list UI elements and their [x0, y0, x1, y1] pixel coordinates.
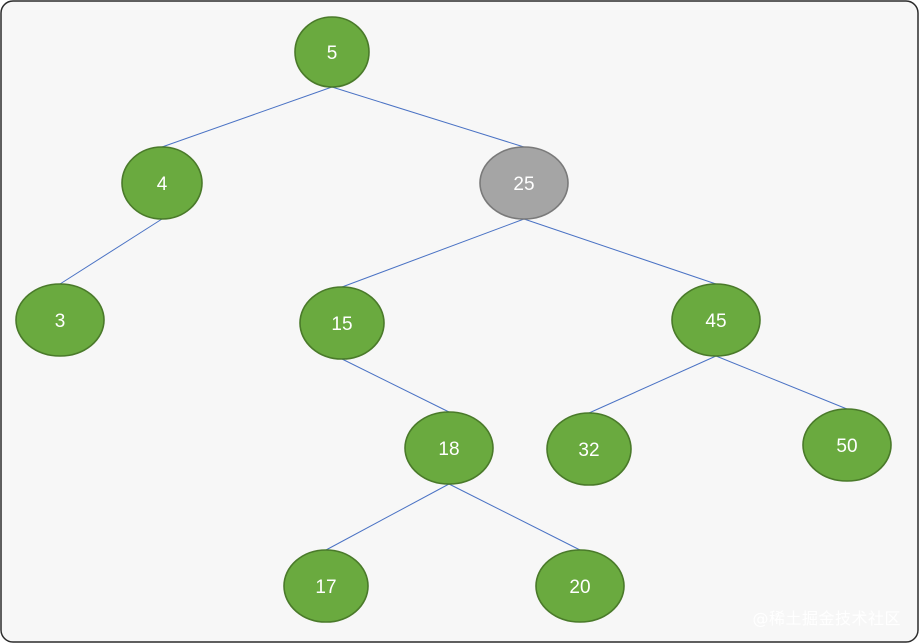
node-circle [671, 283, 761, 357]
node-label: 15 [331, 314, 352, 335]
edge-n45-n50 [715, 355, 848, 410]
tree-nodes: 5 4 25 3 15 45 18 32 50 17 20 [15, 16, 892, 623]
tree-edges [59, 86, 848, 551]
tree-node-25: 25 [479, 146, 569, 220]
node-circle [283, 549, 369, 623]
node-circle [546, 412, 632, 486]
edge-n25-n15 [341, 218, 525, 288]
node-label: 32 [578, 440, 599, 461]
node-label: 4 [157, 174, 168, 195]
edge-n25-n45 [523, 218, 717, 285]
edge-n4-n3 [59, 218, 163, 285]
tree-node-18: 18 [404, 411, 494, 485]
tree-node-4: 4 [121, 146, 203, 220]
watermark-text: @稀土掘金技术社区 [752, 609, 901, 628]
tree-node-15: 15 [299, 286, 385, 360]
node-circle [121, 146, 203, 220]
edge-n45-n32 [588, 355, 717, 414]
node-circle [479, 146, 569, 220]
tree-node-17: 17 [283, 549, 369, 623]
node-circle [299, 286, 385, 360]
edge-n18-n17 [325, 483, 450, 551]
node-circle [802, 408, 892, 482]
tree-node-50: 50 [802, 408, 892, 482]
node-label: 20 [569, 577, 590, 598]
node-label: 18 [438, 439, 459, 460]
node-circle [15, 283, 105, 357]
edge-n5-n4 [161, 86, 333, 148]
node-circle [535, 549, 625, 623]
tree-node-20: 20 [535, 549, 625, 623]
tree-node-45: 45 [671, 283, 761, 357]
node-label: 17 [315, 577, 336, 598]
node-label: 45 [705, 311, 726, 332]
node-label: 5 [327, 43, 338, 64]
tree-node-32: 32 [546, 412, 632, 486]
tree-node-5: 5 [294, 16, 370, 88]
node-label: 50 [836, 436, 857, 457]
node-circle [404, 411, 494, 485]
tree-node-3: 3 [15, 283, 105, 357]
edge-n5-n25 [331, 86, 525, 148]
edge-n18-n20 [448, 483, 581, 551]
node-label: 25 [513, 174, 534, 195]
node-circle [294, 16, 370, 88]
node-label: 3 [55, 311, 66, 332]
edge-n15-n18 [341, 358, 450, 413]
